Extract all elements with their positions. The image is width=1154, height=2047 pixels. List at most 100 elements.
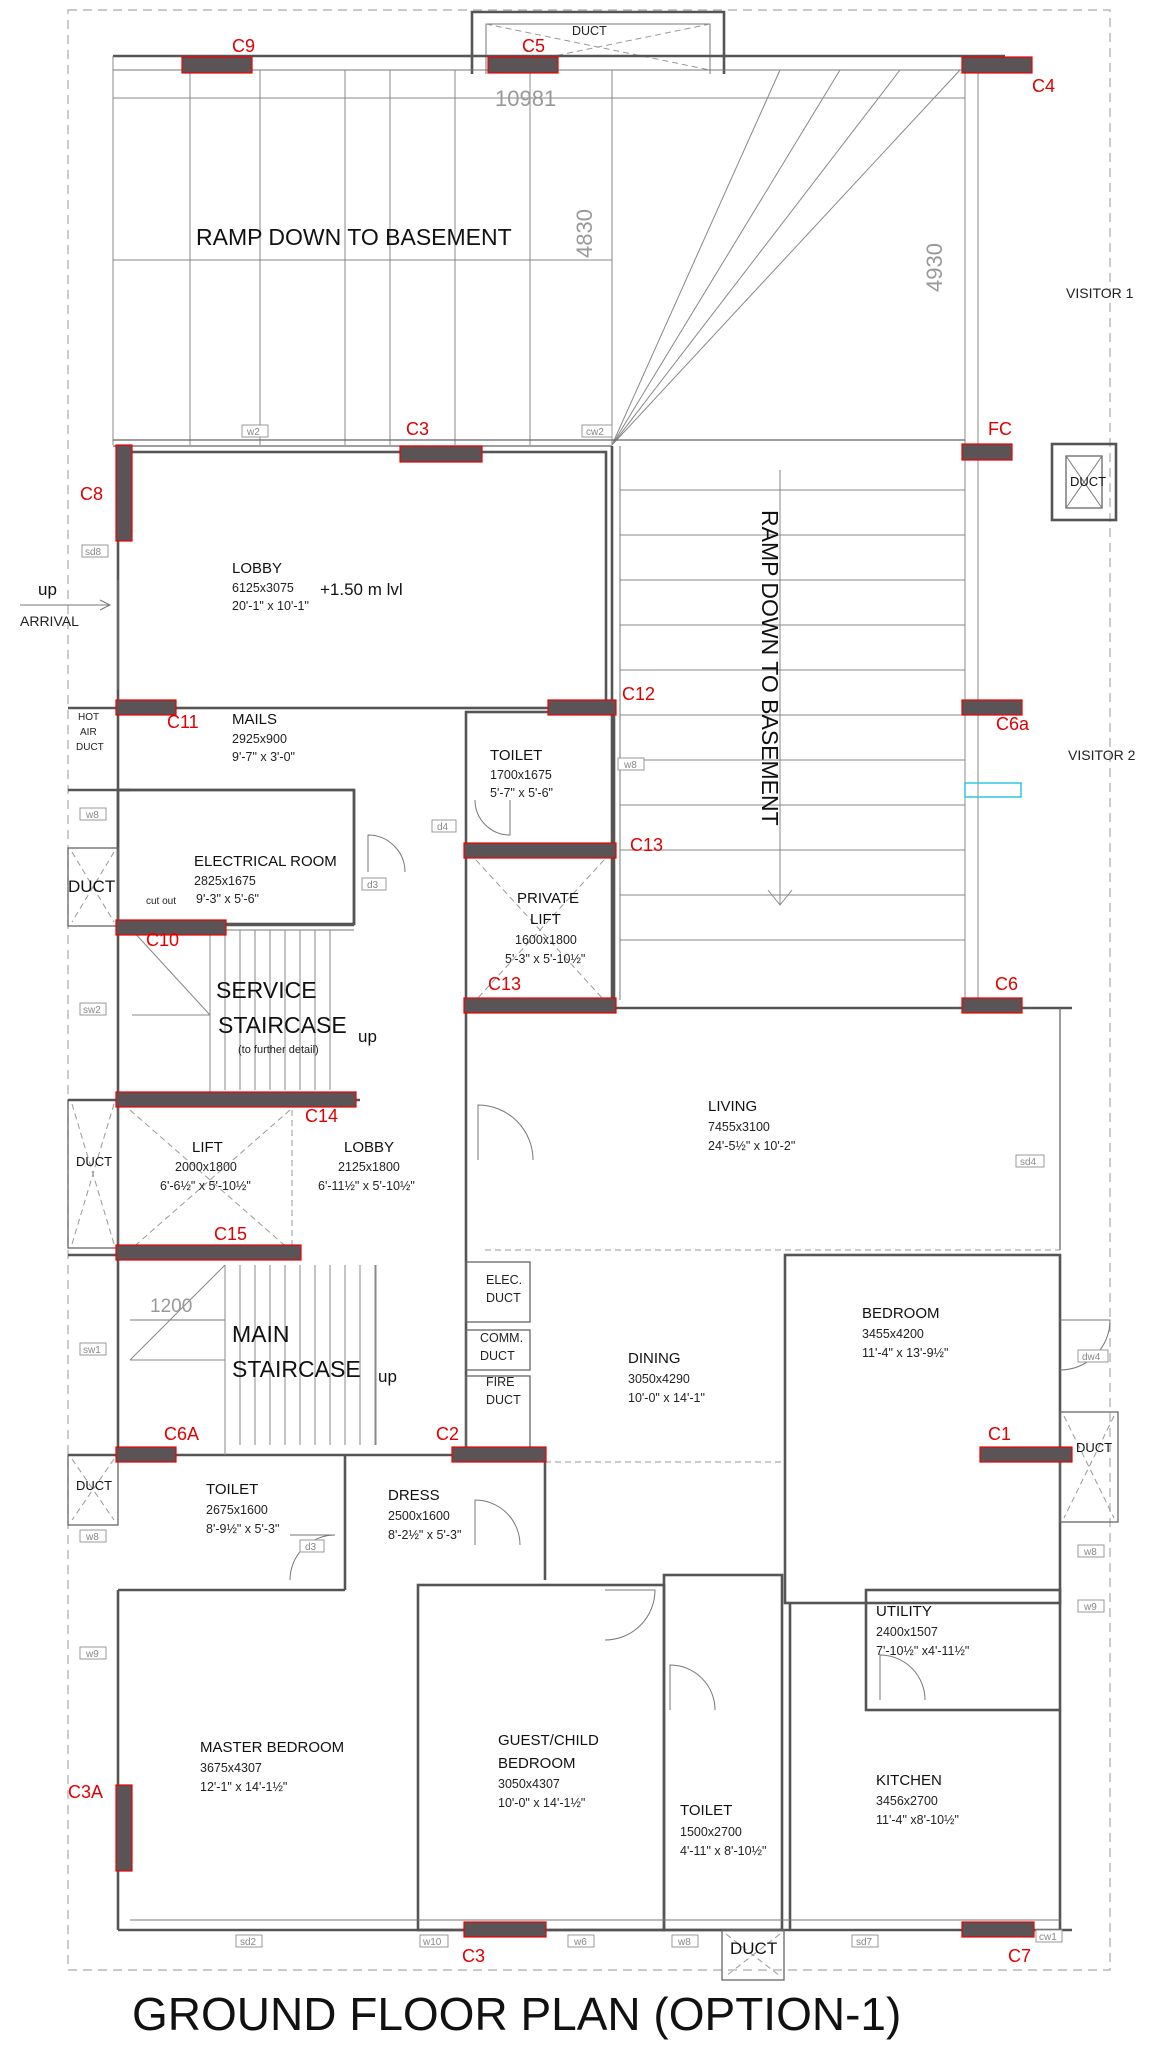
arrival-up: up [38,580,57,599]
tag-w8-a: w8 [85,810,99,821]
tag-dw4: dw4 [1082,1352,1101,1363]
room-master-name: MASTER BEDROOM [200,1739,344,1756]
private-lift-size: 1600x1800 [515,933,577,947]
room-lobby2-size: 2125x1800 [338,1160,400,1174]
columns [115,56,1073,1938]
ramp-side: RAMP DOWN TO BASEMENT [610,446,1022,1000]
main-stair-line1: MAIN [232,1321,290,1347]
room-utility-size: 2400x1507 [876,1625,938,1639]
room-guest-line1: GUEST/CHILD [498,1732,599,1749]
label-c13-top: C13 [630,835,663,855]
room-lobby-name: LOBBY [232,560,282,577]
dimension-width: 10981 [495,86,556,111]
tag-w9-b: w9 [1083,1602,1097,1613]
tag-cw2: cw2 [586,427,604,438]
label-c3a: C3A [68,1782,103,1802]
walls [20,442,1119,1981]
column-c15 [115,1244,302,1261]
cyan-marker [964,782,1022,798]
column-c1 [979,1446,1073,1463]
duct-label-6: DUCT [730,1939,777,1958]
column-c3-top [399,445,483,463]
arrival-label: ARRIVAL [20,613,79,629]
room-kitchen-name: KITCHEN [876,1772,942,1789]
level-note: +1.50 m lvl [320,580,403,599]
room-electrical-size: 2825x1675 [194,874,256,888]
stair-width-dimension: 1200 [150,1296,192,1317]
room-kitchen-size: 3456x2700 [876,1794,938,1808]
room-bedroom-size: 3455x4200 [862,1327,924,1341]
room-toilet3-size: 1500x2700 [680,1825,742,1839]
tag-cw1: cw1 [1039,1932,1057,1943]
ramp-area: 10981 4830 4930 RAMP DOWN TO BASEMENT [112,54,1005,1000]
duct-label-2: DUCT [68,877,115,896]
room-dining-imperial: 10'-0" x 14'-1" [628,1391,705,1405]
label-c3-bottom: C3 [462,1946,485,1966]
hot-air-duct-1: HOT [78,712,99,723]
duct-label-3: DUCT [76,1154,112,1169]
duct-label-1: DUCT [1070,474,1106,489]
main-stair-line2: STAIRCASE [232,1356,361,1382]
column-c3a [115,1784,133,1872]
label-c1: C1 [988,1424,1011,1444]
room-lobby-size: 6125x3075 [232,581,294,595]
column-c3-bottom [463,1921,547,1938]
dimension-right-height: 4930 [922,243,947,292]
room-toilet1-imperial: 5'-7" x 5'-6" [490,786,553,800]
duct-label-4: DUCT [76,1478,112,1493]
column-c6a [961,699,1023,716]
cut-out-label: cut out [146,896,176,907]
label-c15: C15 [214,1224,247,1244]
column-c11 [115,699,177,716]
room-mails-name: MAILS [232,711,277,728]
tag-sd4: sd4 [1020,1157,1037,1168]
label-c4: C4 [1032,76,1055,96]
tag-w2: w2 [246,427,260,438]
plan-title: GROUND FLOOR PLAN (OPTION-1) [132,1988,901,2040]
room-lift-size: 2000x1800 [175,1160,237,1174]
room-utility-name: UTILITY [876,1603,932,1620]
room-living-size: 7455x3100 [708,1120,770,1134]
misc-labels: up ARRIVAL VISITOR 1 VISITOR 2 HOT AIR D… [20,285,1136,1958]
column-c12 [547,699,617,716]
visitor-1: VISITOR 1 [1066,285,1134,301]
column-c10 [115,919,227,936]
elec-duct-line1: ELEC. [486,1273,522,1287]
room-electrical-imperial: 9'-3" x 5'-6" [196,892,259,906]
room-bedroom-name: BEDROOM [862,1305,940,1322]
label-c8: C8 [80,484,103,504]
column-c13-top [463,842,617,859]
room-mails-imperial: 9'-7" x 3'-0" [232,750,295,764]
tag-w10: w10 [422,1937,442,1948]
ramp-label-side: RAMP DOWN TO BASEMENT [757,510,783,826]
tag-sd7: sd7 [856,1937,873,1948]
label-c10: C10 [146,930,179,950]
column-c4 [961,56,1033,74]
tag-sd8: sd8 [85,547,102,558]
elec-duct-line2: DUCT [486,1291,521,1305]
tag-d4: d4 [437,822,449,833]
label-c7: C7 [1008,1946,1031,1966]
label-c13-bottom: C13 [488,974,521,994]
room-toilet2-size: 2675x1600 [206,1503,268,1517]
service-stair-up: up [358,1027,377,1046]
tag-w9-a: w9 [85,1649,99,1660]
room-toilet1-size: 1700x1675 [490,768,552,782]
room-toilet2-imperial: 8'-9½" x 5'-3" [206,1522,279,1536]
room-master-size: 3675x4307 [200,1761,262,1775]
room-dining-size: 3050x4290 [628,1372,690,1386]
main-stair-up: up [378,1367,397,1386]
dimension-left-height: 4830 [572,209,597,258]
private-lift-line2: LIFT [530,911,561,928]
room-dining-name: DINING [628,1350,681,1367]
hot-air-duct-2: AIR [80,727,97,738]
hot-air-duct-3: DUCT [76,742,104,753]
room-dress-size: 2500x1600 [388,1509,450,1523]
column-c8 [115,444,133,542]
room-guest-size: 3050x4307 [498,1777,560,1791]
tag-sd2: sd2 [240,1937,257,1948]
tag-sw2: sw2 [83,1005,101,1016]
room-guest-line2: BEDROOM [498,1755,576,1772]
column-labels: C9 C5 C4 C3 FC C8 C11 C12 C6a C13 C10 C1… [68,36,1055,1966]
